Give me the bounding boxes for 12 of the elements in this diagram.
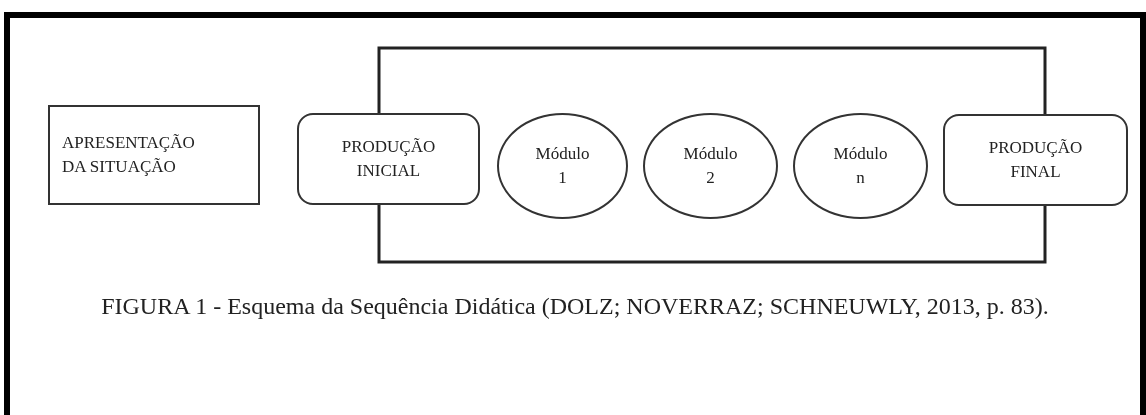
node-label: APRESENTAÇÃO DA SITUAÇÃO [62, 132, 196, 178]
node-label: PRODUÇÃO INICIAL [340, 136, 437, 182]
node-label: PRODUÇÃO FINAL [987, 137, 1084, 183]
figure-caption: FIGURA 1 - Esquema da Sequência Didática (DOLZ; NOVERRAZ; SCHNEUWLY, 2013, p. 83). [100, 292, 1050, 321]
process-box [48, 105, 260, 205]
node-label: Módulo 1 [535, 143, 590, 189]
bracket-connector [377, 46, 1047, 114]
bracket-connector [377, 205, 1047, 264]
node-label: Módulo n [832, 143, 889, 189]
stage-box [297, 113, 480, 205]
stage-box [943, 114, 1128, 206]
node-label: Módulo 2 [682, 143, 739, 189]
